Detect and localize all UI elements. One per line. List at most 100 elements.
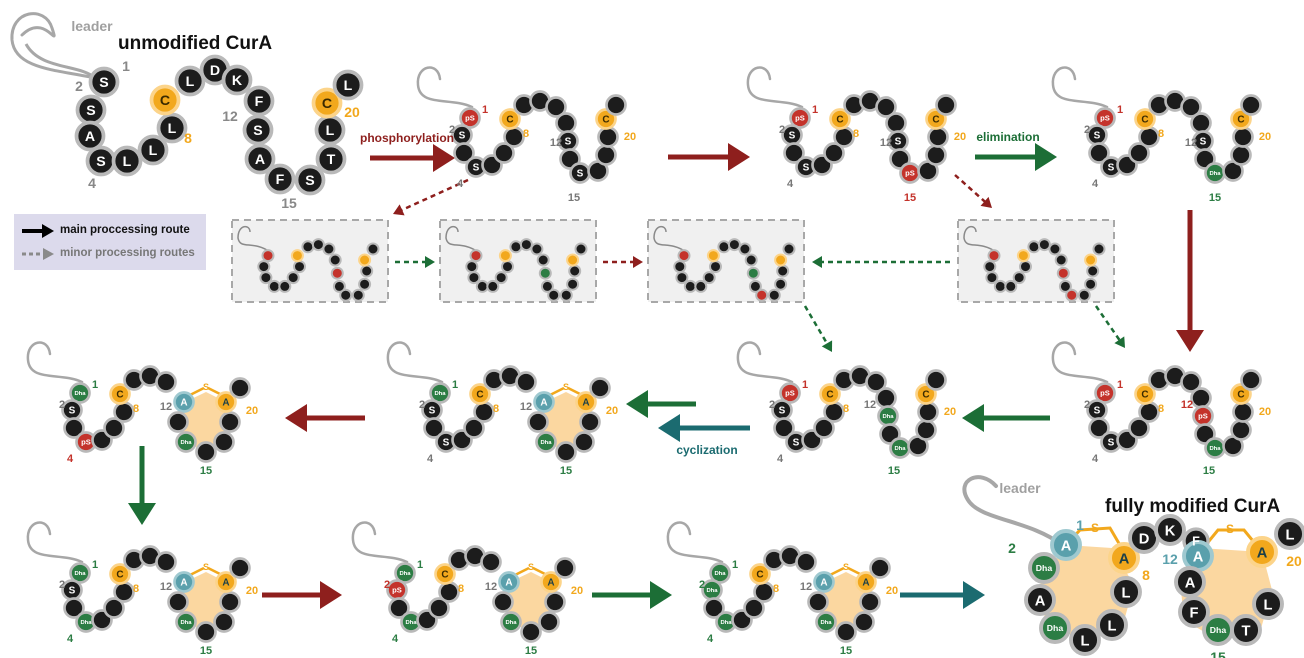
num-label: 20	[246, 405, 258, 417]
residue-box-3	[767, 288, 781, 302]
num-label: 12	[1181, 399, 1193, 411]
residue-r2c	[865, 371, 887, 393]
residue-r3a	[63, 597, 85, 619]
num-label: 4	[1092, 178, 1099, 190]
residue-label: S	[789, 131, 796, 142]
residue-box-2	[469, 249, 483, 263]
final-num-20: 20	[1286, 553, 1302, 569]
residue-label: A	[547, 578, 554, 589]
residue-r3b	[428, 597, 450, 619]
residue-box-3	[694, 279, 708, 293]
residue-r2b	[575, 391, 597, 413]
residue-final-left	[1110, 576, 1142, 608]
residue-label: S	[96, 154, 105, 170]
residue-box-1	[330, 266, 344, 280]
sulfur-label-r3c: S	[843, 562, 849, 572]
residue-box-4	[1016, 249, 1030, 263]
residue-r2a	[109, 383, 131, 405]
residue-box-3	[744, 253, 758, 267]
num-label: 8	[853, 128, 859, 140]
residue-unmodified	[137, 134, 169, 166]
leader-r3b	[351, 521, 409, 564]
num-label: 1	[452, 379, 458, 391]
residue-box-1	[311, 238, 325, 252]
leader-r2a	[26, 341, 84, 384]
residue-label: L	[344, 78, 353, 94]
residue-label: L	[1122, 585, 1131, 601]
residue-r3a	[173, 571, 195, 593]
residue-label: S	[69, 406, 76, 417]
residue-r2c	[773, 417, 795, 439]
num-label: 1	[1117, 104, 1123, 116]
residue-r2c	[823, 401, 845, 423]
residue-r1a	[493, 142, 515, 164]
residue-r1c	[1180, 96, 1202, 118]
label-cyclization: cyclization	[676, 443, 737, 457]
residue-box-2	[559, 288, 573, 302]
num-label: 12	[1185, 137, 1197, 149]
residue-box-1	[293, 260, 306, 274]
residue-label: C	[116, 390, 123, 401]
title-unmodified: unmodified CurA	[118, 33, 272, 54]
residue-r3a	[195, 621, 217, 643]
residue-label: C	[826, 390, 833, 401]
residue-r2d	[1232, 401, 1254, 423]
arrow-minor-7-line	[1094, 305, 1122, 343]
num-label: 2	[1084, 399, 1090, 411]
residue-unmodified	[294, 164, 326, 196]
residue-r3c	[753, 581, 775, 603]
residue-box-1	[366, 242, 380, 256]
leader-box-3	[653, 225, 687, 253]
num-label: 20	[246, 585, 258, 597]
num-label: 1	[417, 559, 423, 571]
final-num-8: 8	[1142, 567, 1150, 583]
num-label: 8	[843, 403, 849, 415]
residue-unmodified	[221, 64, 253, 96]
residue-box-2	[465, 260, 479, 274]
residue-box-2	[498, 249, 512, 263]
residue-label: pS	[1198, 412, 1208, 421]
residue-label: A	[582, 398, 589, 409]
residue-r1c	[1138, 126, 1160, 148]
num-15: 15	[281, 195, 297, 211]
num-label: 4	[457, 178, 464, 190]
residue-label: L	[1081, 633, 1090, 649]
residue-box-2	[486, 279, 500, 293]
residue-r2a	[213, 431, 235, 453]
residue-r1b	[833, 126, 855, 148]
residue-label: pS	[81, 438, 91, 447]
residue-r2b	[473, 401, 495, 423]
legend-minor-arrow-head	[43, 248, 54, 260]
residue-r2a	[69, 382, 91, 404]
final-num-4: 4	[1031, 655, 1039, 658]
residue-final-left	[1096, 609, 1128, 641]
leader-final-label: leader	[999, 480, 1041, 496]
residue-box-3	[709, 260, 722, 274]
residue-label: A	[540, 398, 547, 409]
num-label: 8	[133, 403, 139, 415]
residue-box-4	[1086, 264, 1100, 278]
residue-label: A	[1035, 593, 1046, 609]
leader-r3c	[666, 521, 724, 564]
residue-label: Dha	[180, 440, 192, 446]
residue-label: S	[473, 163, 480, 174]
residue-r2c	[813, 417, 835, 439]
arrow-down-left-head	[128, 503, 156, 525]
num-label: 12	[485, 581, 497, 593]
leader-unmodified	[10, 12, 97, 80]
residue-label: pS	[795, 114, 805, 123]
num-label: 4	[777, 453, 784, 465]
residue-box-4	[1054, 253, 1068, 267]
num-label: 15	[568, 192, 580, 204]
residue-box-4	[1048, 242, 1062, 256]
residue-unmodified	[244, 143, 276, 175]
final-num-15: 15	[1210, 649, 1226, 658]
residue-r3b	[538, 611, 560, 633]
residue-label: L	[1264, 597, 1273, 613]
residue-final-right	[1178, 596, 1210, 628]
num-label: 4	[67, 633, 74, 645]
residue-box-1	[322, 242, 336, 256]
residue-label: C	[441, 570, 448, 581]
residue-r3b	[394, 562, 416, 584]
num-label: 2	[449, 124, 455, 136]
